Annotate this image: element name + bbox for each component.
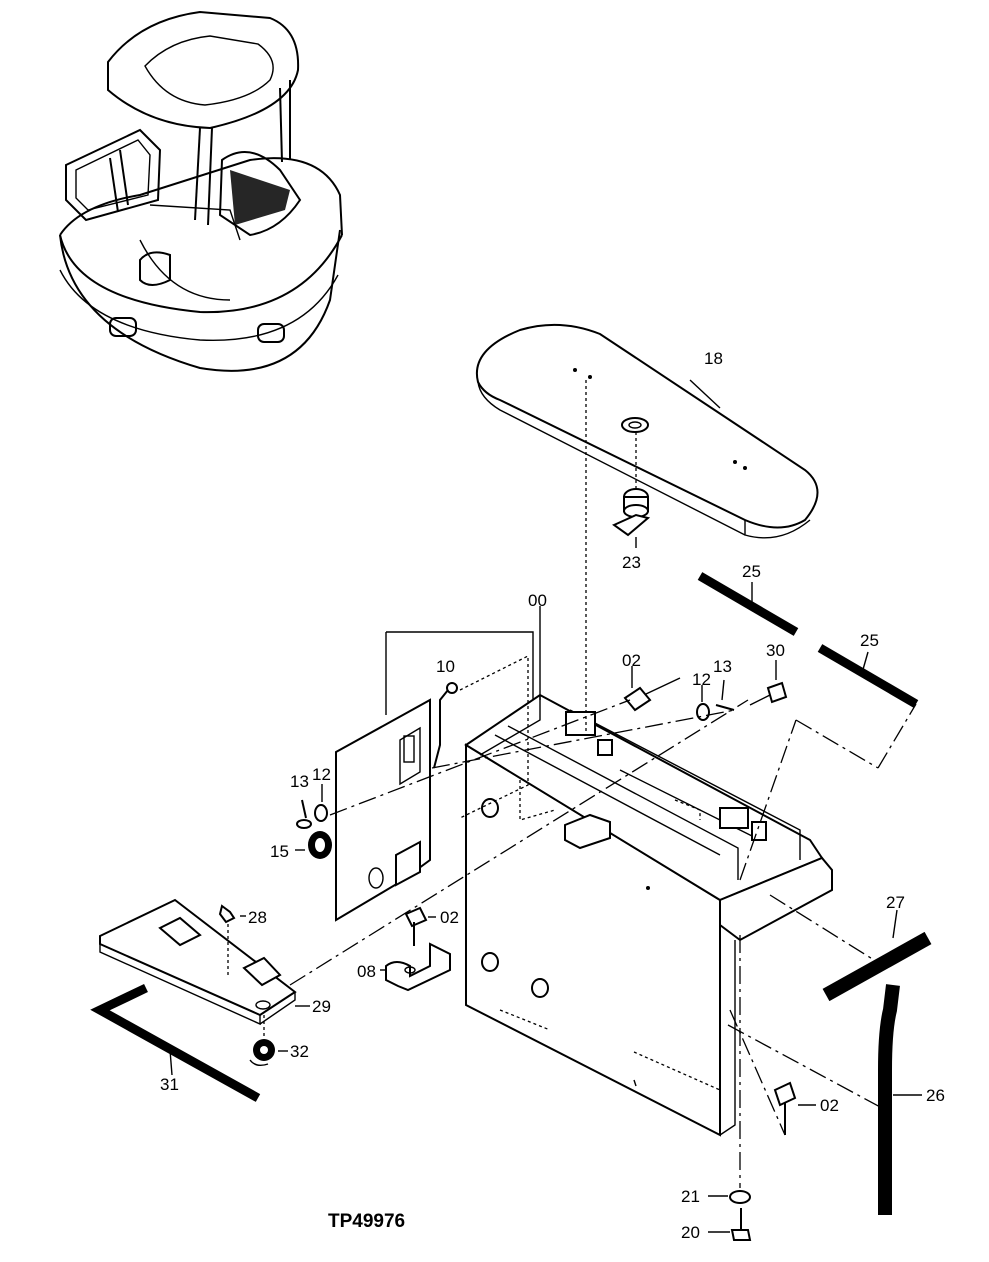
callout-labels: 00 02 02 02 08 10 12 12 13 13 15 18 20 2… xyxy=(160,349,945,1242)
callout-08: 08 xyxy=(357,962,376,981)
assembly-centerlines xyxy=(289,380,917,1188)
bracket-08 xyxy=(380,942,451,992)
callout-28: 28 xyxy=(248,908,267,927)
callout-12-right: 12 xyxy=(692,670,711,689)
pin-13-left xyxy=(296,799,312,829)
callout-13-right: 13 xyxy=(713,657,732,676)
callout-25-lower: 25 xyxy=(860,631,879,650)
callout-29: 29 xyxy=(312,997,331,1016)
callout-15: 15 xyxy=(270,842,289,861)
pin-13-right xyxy=(715,679,735,711)
bolt-30 xyxy=(749,660,788,706)
bolt-02-top xyxy=(623,666,681,712)
seal-hose-26 xyxy=(878,984,922,1215)
side-panel-assembly xyxy=(335,606,541,922)
bolt-02-mid xyxy=(404,906,436,946)
clip-28 xyxy=(218,904,246,978)
callout-00: 00 xyxy=(528,591,547,610)
callout-25-upper: 25 xyxy=(742,562,761,581)
callout-27: 27 xyxy=(886,893,905,912)
latch-23 xyxy=(612,432,651,548)
callout-10: 10 xyxy=(436,657,455,676)
washer-12-right xyxy=(696,685,710,721)
callout-31: 31 xyxy=(160,1075,179,1094)
seal-strip-31 xyxy=(90,983,261,1102)
callout-02-lower: 02 xyxy=(820,1096,839,1115)
figure-id-label: TP49976 xyxy=(328,1211,405,1232)
callout-21: 21 xyxy=(681,1187,700,1206)
nut-32 xyxy=(249,1015,288,1067)
bolt-02-lower xyxy=(773,1081,816,1135)
callout-32: 32 xyxy=(290,1042,309,1061)
bracket-29 xyxy=(99,898,310,1026)
callout-20: 20 xyxy=(681,1223,700,1242)
callout-30: 30 xyxy=(766,641,785,660)
callout-02-top: 02 xyxy=(622,651,641,670)
washer-21 xyxy=(708,1190,751,1204)
callout-23: 23 xyxy=(622,553,641,572)
bolt-20 xyxy=(708,1208,752,1241)
bushing-15 xyxy=(295,831,332,859)
seal-strip-25 xyxy=(697,572,919,708)
callout-13-left: 13 xyxy=(290,772,309,791)
box-assembly-00 xyxy=(464,693,833,1137)
washer-12-left xyxy=(314,784,328,822)
seal-strip-27 xyxy=(822,909,932,1002)
cover-18 xyxy=(475,323,819,539)
callout-26: 26 xyxy=(926,1086,945,1105)
callout-18: 18 xyxy=(704,349,723,368)
callout-12-left: 12 xyxy=(312,765,331,784)
callout-02-mid: 02 xyxy=(440,908,459,927)
excavator-overview-illustration xyxy=(59,10,343,372)
